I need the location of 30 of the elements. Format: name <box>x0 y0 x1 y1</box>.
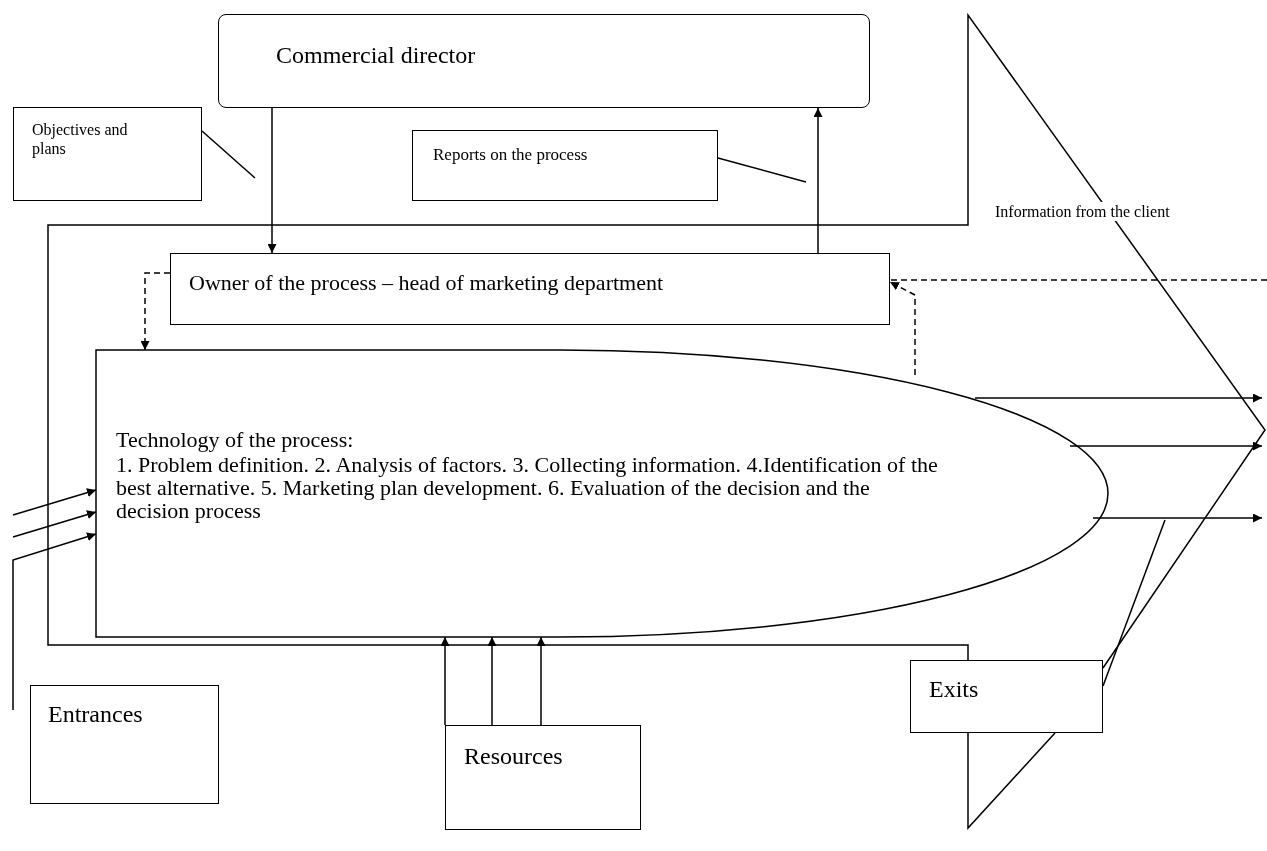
heading: Technology of the process: <box>116 427 355 454</box>
box-label: Objectives and plans <box>32 120 129 159</box>
arrow <box>267 107 277 254</box>
arrow <box>1092 513 1263 523</box>
box-label: Commercial director <box>276 41 477 70</box>
arrow <box>12 488 97 516</box>
arrow <box>813 107 823 254</box>
box-label: Reports on the process <box>433 145 589 166</box>
leader-line <box>1102 519 1166 687</box>
box-label: 1. Problem definition. 2. Analysis of factors. 3. Collecting information. 4.Identification of the best alternative. 5. Marketing plan development. 6. Evaluation of the decision and the decision process <box>116 453 939 523</box>
arrow <box>440 636 450 726</box>
input-box <box>30 685 219 804</box>
callout-box <box>13 107 202 201</box>
arrow <box>1069 441 1263 451</box>
connector-line <box>889 279 1267 281</box>
arrow <box>12 532 97 711</box>
arrow <box>974 393 1263 403</box>
box-label: Resources <box>464 742 564 771</box>
arrow <box>487 636 497 726</box>
arrow <box>536 636 546 726</box>
box-label: Entrances <box>48 700 144 729</box>
arrow <box>12 510 97 538</box>
box-label: Exits <box>929 675 980 704</box>
arrow <box>889 281 916 376</box>
process-shape <box>96 350 1108 637</box>
leader-line <box>717 157 807 183</box>
process-box <box>170 253 890 325</box>
leader-line <box>201 130 256 179</box>
arrow <box>140 272 171 351</box>
box-label: Owner of the process – head of marketing department <box>189 270 665 297</box>
